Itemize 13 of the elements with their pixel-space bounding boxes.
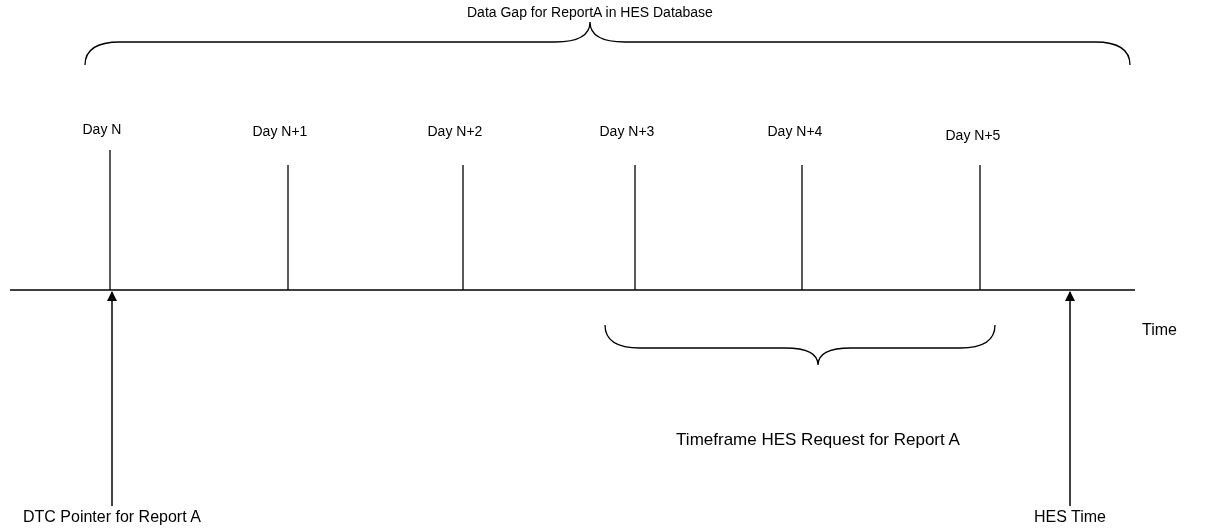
day-label: Day N+5 bbox=[945, 126, 1001, 144]
day-label: Day N bbox=[82, 120, 122, 138]
arrow bbox=[1065, 291, 1075, 507]
day-label: Day N+1 bbox=[252, 122, 308, 140]
day-label: Day N+3 bbox=[599, 122, 655, 140]
annotation-label: DTC Pointer for Report A bbox=[23, 506, 201, 528]
bracket-label: Timeframe HES Request for Report A bbox=[675, 429, 961, 451]
bracket-label: Data Gap for ReportA in HES Database bbox=[467, 3, 713, 21]
annotation-label: HES Time bbox=[1034, 506, 1106, 528]
arrow bbox=[107, 291, 117, 507]
day-label: Day N+2 bbox=[427, 122, 483, 140]
axis-label: Time bbox=[1142, 320, 1177, 340]
day-label: Day N+4 bbox=[767, 122, 823, 140]
